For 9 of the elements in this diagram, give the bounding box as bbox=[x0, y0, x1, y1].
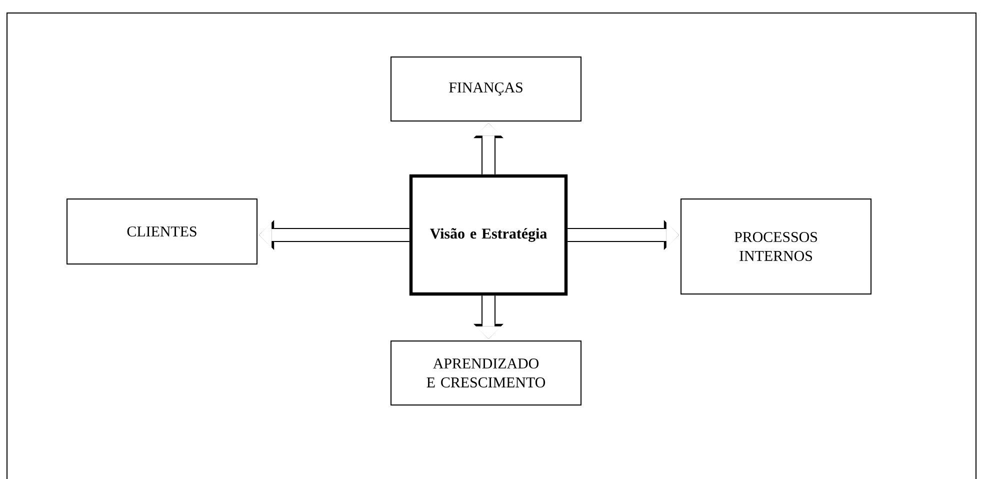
block-arrow bbox=[474, 123, 504, 174]
perspective-box: FINANÇAS bbox=[390, 56, 582, 122]
perspective-box: APRENDIZADO E CRESCIMENTO bbox=[390, 340, 582, 406]
perspective-box: PROCESSOS INTERNOS bbox=[680, 198, 872, 294]
block-arrow bbox=[259, 220, 410, 250]
block-arrow bbox=[568, 220, 679, 250]
block-arrow bbox=[474, 296, 504, 339]
perspective-box: CLIENTES bbox=[66, 198, 258, 264]
strategy-box: Visão e Estratégia bbox=[409, 174, 568, 296]
